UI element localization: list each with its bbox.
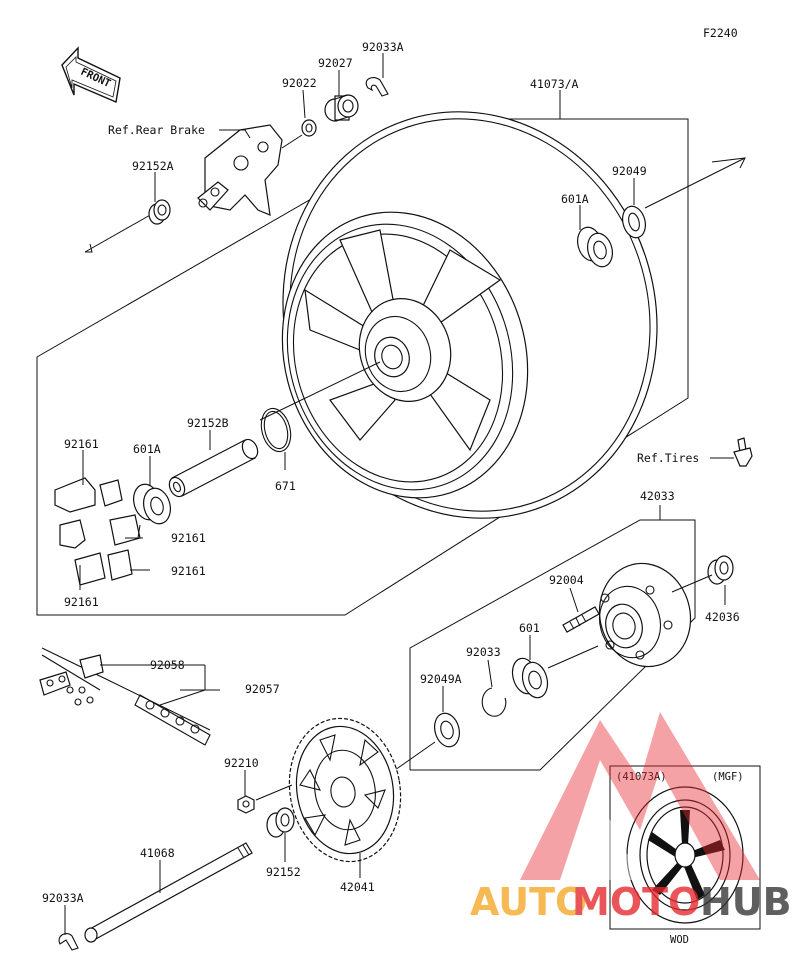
collar-92152A: [148, 199, 171, 225]
label-671: 671: [275, 479, 296, 493]
circlip-92033A-bottom: [58, 933, 79, 951]
inset-footer-label: WOD: [670, 934, 689, 946]
bearing-601A-left: [133, 483, 171, 525]
label-42041: 42041: [340, 880, 375, 894]
label-41068: 41068: [140, 846, 175, 860]
inset-part-label: (41073A): [616, 771, 667, 783]
label-92152B: 92152B: [187, 416, 229, 430]
label-92057: 92057: [245, 682, 280, 696]
watermark-auto: AUTO: [470, 880, 587, 924]
label-92033A-bottom: 92033A: [42, 891, 84, 905]
sprocket-hub-42033: [598, 562, 692, 668]
label-601A-right: 601A: [561, 192, 589, 206]
stud-92004: [562, 606, 600, 633]
watermark-moto: MOTO: [572, 880, 700, 924]
o-ring-671: [260, 407, 292, 453]
sprocket-hub-frame: [409, 519, 696, 771]
sprocket-42041: [288, 717, 402, 863]
label-ref-rear-brake: Ref.Rear Brake: [108, 123, 205, 137]
label-601: 601: [519, 621, 540, 635]
label-92161-low: 92161: [171, 564, 206, 578]
label-92058: 92058: [150, 658, 185, 672]
label-ref-tires: Ref.Tires: [637, 451, 699, 465]
tire-valve-icon: [710, 437, 753, 467]
circlip-92033A-top: [365, 77, 389, 97]
washer-92022: [301, 119, 317, 137]
label-92027: 92027: [318, 56, 353, 70]
label-92022: 92022: [282, 76, 317, 90]
label-92049A: 92049A: [420, 672, 462, 686]
label-42033: 42033: [640, 489, 675, 503]
wheel-assembly-frame: [36, 118, 689, 616]
seal-92049: [621, 205, 647, 239]
bearing-601: [511, 657, 549, 699]
label-92161-bottom: 92161: [64, 595, 99, 609]
label-92210: 92210: [224, 756, 259, 770]
inset-mgf-wheel: (41073A) (MGF) WOD: [609, 765, 761, 946]
collar-92152B: [168, 438, 259, 498]
rear-wheel-41073A: [259, 111, 658, 519]
label-92152: 92152: [266, 865, 301, 879]
label-92161-mid: 92161: [171, 531, 206, 545]
circlip-92033: [481, 687, 507, 717]
watermark-hub: HUB: [700, 880, 792, 924]
label-92033A-top: 92033A: [362, 40, 404, 54]
label-41073A: 41073/A: [530, 77, 579, 91]
diagram-code: F2240: [703, 26, 738, 40]
seal-92049A: [434, 712, 460, 748]
bearing-601A-right: [577, 226, 613, 268]
rear-brake-bracket: [197, 124, 303, 216]
label-92049: 92049: [612, 164, 647, 178]
front-arrow-icon: FRONT: [61, 46, 121, 103]
label-601A-left: 601A: [133, 442, 161, 456]
bushing-92027: [324, 94, 359, 122]
label-92161-top: 92161: [64, 437, 99, 451]
chain-92057: [39, 647, 211, 746]
inset-variant-label: (MGF): [712, 771, 744, 783]
leader-lines: [64, 53, 726, 935]
label-42036: 42036: [705, 610, 740, 624]
damper-92161-group: [54, 477, 141, 586]
collar-92152: [266, 807, 295, 838]
collar-42036: [707, 555, 734, 585]
label-92033: 92033: [466, 645, 501, 659]
axle-41068: [84, 842, 253, 943]
label-92004: 92004: [549, 573, 584, 587]
automotohub-watermark-logo: AUTO MOTO HUB: [470, 712, 792, 924]
label-92152A: 92152A: [132, 159, 174, 173]
nut-92210: [237, 795, 255, 814]
